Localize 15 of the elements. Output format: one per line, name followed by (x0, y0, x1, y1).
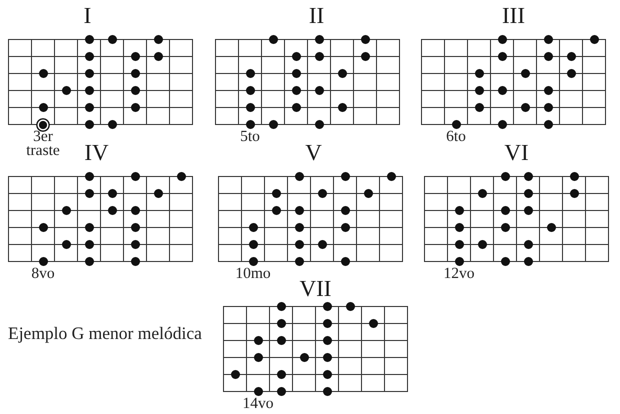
roman-numeral-title: VII (300, 277, 332, 300)
fret-label: 6to (446, 130, 466, 144)
roman-numeral-title: VI (504, 141, 529, 164)
roman-numeral-title: II (308, 4, 324, 27)
fret-label: 8vo (31, 267, 55, 281)
fret-label: 14vo (242, 397, 274, 411)
roman-numeral-title: IV (84, 141, 109, 164)
fret-label: 12vo (444, 267, 474, 281)
fret-label: 10mo (235, 267, 271, 281)
fret-label: 5to (240, 130, 260, 144)
fret-label: 3er traste (26, 130, 60, 158)
roman-numeral-title: I (84, 4, 92, 27)
roman-numeral-title: III (502, 4, 525, 27)
roman-numeral-title: V (305, 141, 322, 164)
example-note: Ejemplo G menor melódica (8, 323, 202, 343)
